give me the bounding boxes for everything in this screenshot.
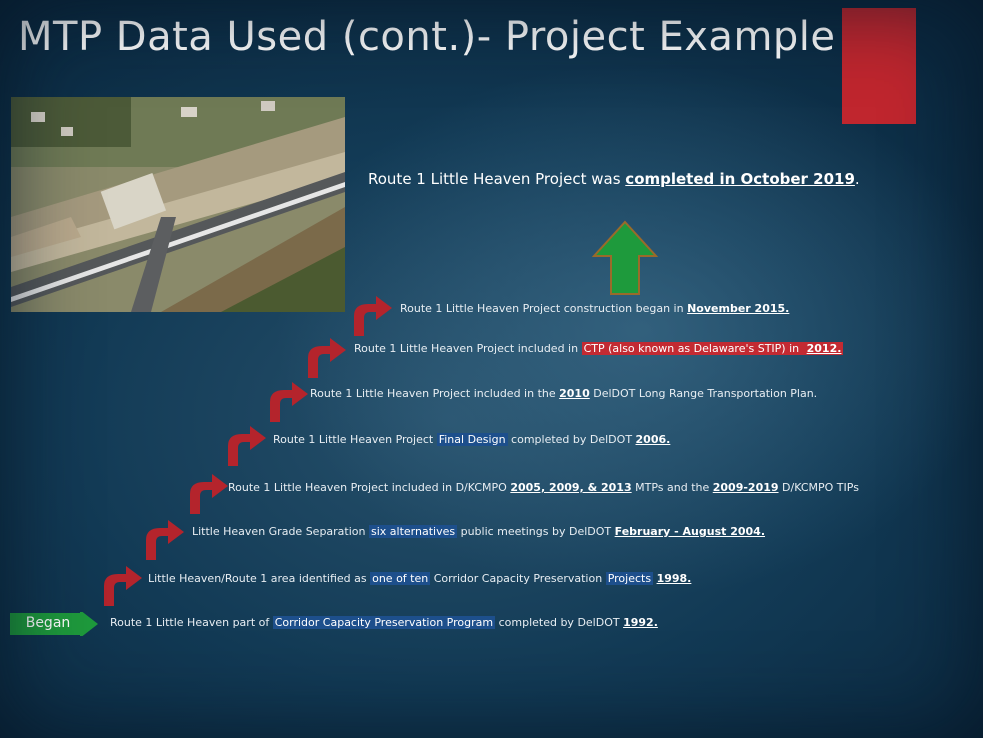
up-arrow-icon xyxy=(591,220,659,300)
step-1998: Little Heaven/Route 1 area identified as… xyxy=(148,572,691,585)
step-highlight: six alternatives xyxy=(369,525,458,538)
completed-date: completed in October 2019 xyxy=(625,170,855,188)
step-2004: Little Heaven Grade Separation six alter… xyxy=(192,525,765,538)
step-text: completed by DelDOT xyxy=(507,433,636,446)
step-text: public meetings by DelDOT xyxy=(457,525,615,538)
curved-arrow-icon xyxy=(354,296,392,336)
step-year: 2006. xyxy=(635,433,671,446)
step-text: Route 1 Little Heaven Project included i… xyxy=(310,387,560,400)
step-year: 1998. xyxy=(656,572,692,585)
step-highlight: Projects xyxy=(605,572,654,585)
step-year: 2009-2019 xyxy=(712,481,779,494)
curved-arrow-icon xyxy=(228,426,266,466)
aerial-photo xyxy=(11,97,345,312)
step-highlight-red: CTP (also known as Delaware's STIP) in xyxy=(581,342,805,355)
step-2015: Route 1 Little Heaven Project constructi… xyxy=(400,302,789,315)
step-year: 2005, 2009, & 2013 xyxy=(510,481,632,494)
step-text: Route 1 Little Heaven part of xyxy=(110,616,273,629)
step-highlight: Corridor Capacity Preservation Program xyxy=(272,616,496,629)
step-highlight: Final Design xyxy=(436,433,508,446)
step-year: 2010 xyxy=(559,387,590,400)
step-text: Little Heaven Grade Separation xyxy=(192,525,369,538)
step-2012: Route 1 Little Heaven Project included i… xyxy=(354,342,844,355)
slide-title: MTP Data Used (cont.)- Project Example xyxy=(18,14,836,60)
step-2006: Route 1 Little Heaven Project Final Desi… xyxy=(273,433,670,446)
step-text: Route 1 Little Heaven Project xyxy=(273,433,437,446)
step-mtps: Route 1 Little Heaven Project included i… xyxy=(228,481,859,494)
step-text: Corridor Capacity Preservation xyxy=(430,572,606,585)
curved-arrow-icon xyxy=(104,566,142,606)
began-label: Began xyxy=(25,615,71,631)
curved-arrow-icon xyxy=(270,382,308,422)
completed-prefix: Route 1 Little Heaven Project was xyxy=(368,170,626,188)
red-accent-block xyxy=(842,8,916,124)
curved-arrow-icon xyxy=(308,338,346,378)
step-year-red: 2012. xyxy=(804,342,844,355)
completed-suffix: . xyxy=(854,170,860,188)
curved-arrow-icon xyxy=(146,520,184,560)
step-text: Route 1 Little Heaven Project included i… xyxy=(354,342,582,355)
step-year: February - August 2004. xyxy=(614,525,766,538)
step-year: November 2015. xyxy=(687,302,790,315)
step-year: 1992. xyxy=(623,616,658,629)
step-text: DelDOT Long Range Transportation Plan. xyxy=(589,387,818,400)
completed-statement: Route 1 Little Heaven Project was comple… xyxy=(368,170,860,188)
step-text: Route 1 Little Heaven Project constructi… xyxy=(400,302,688,315)
step-highlight: one of ten xyxy=(370,572,431,585)
step-text: D/KCMPO TIPs xyxy=(778,481,859,494)
step-text: Route 1 Little Heaven Project included i… xyxy=(228,481,511,494)
curved-arrow-icon xyxy=(190,474,228,514)
step-text: completed by DelDOT xyxy=(495,616,624,629)
step-text: MTPs and the xyxy=(631,481,713,494)
step-text: Little Heaven/Route 1 area identified as xyxy=(148,572,371,585)
step-2010: Route 1 Little Heaven Project included i… xyxy=(310,387,817,400)
step-1992: Route 1 Little Heaven part of Corridor C… xyxy=(110,616,658,629)
